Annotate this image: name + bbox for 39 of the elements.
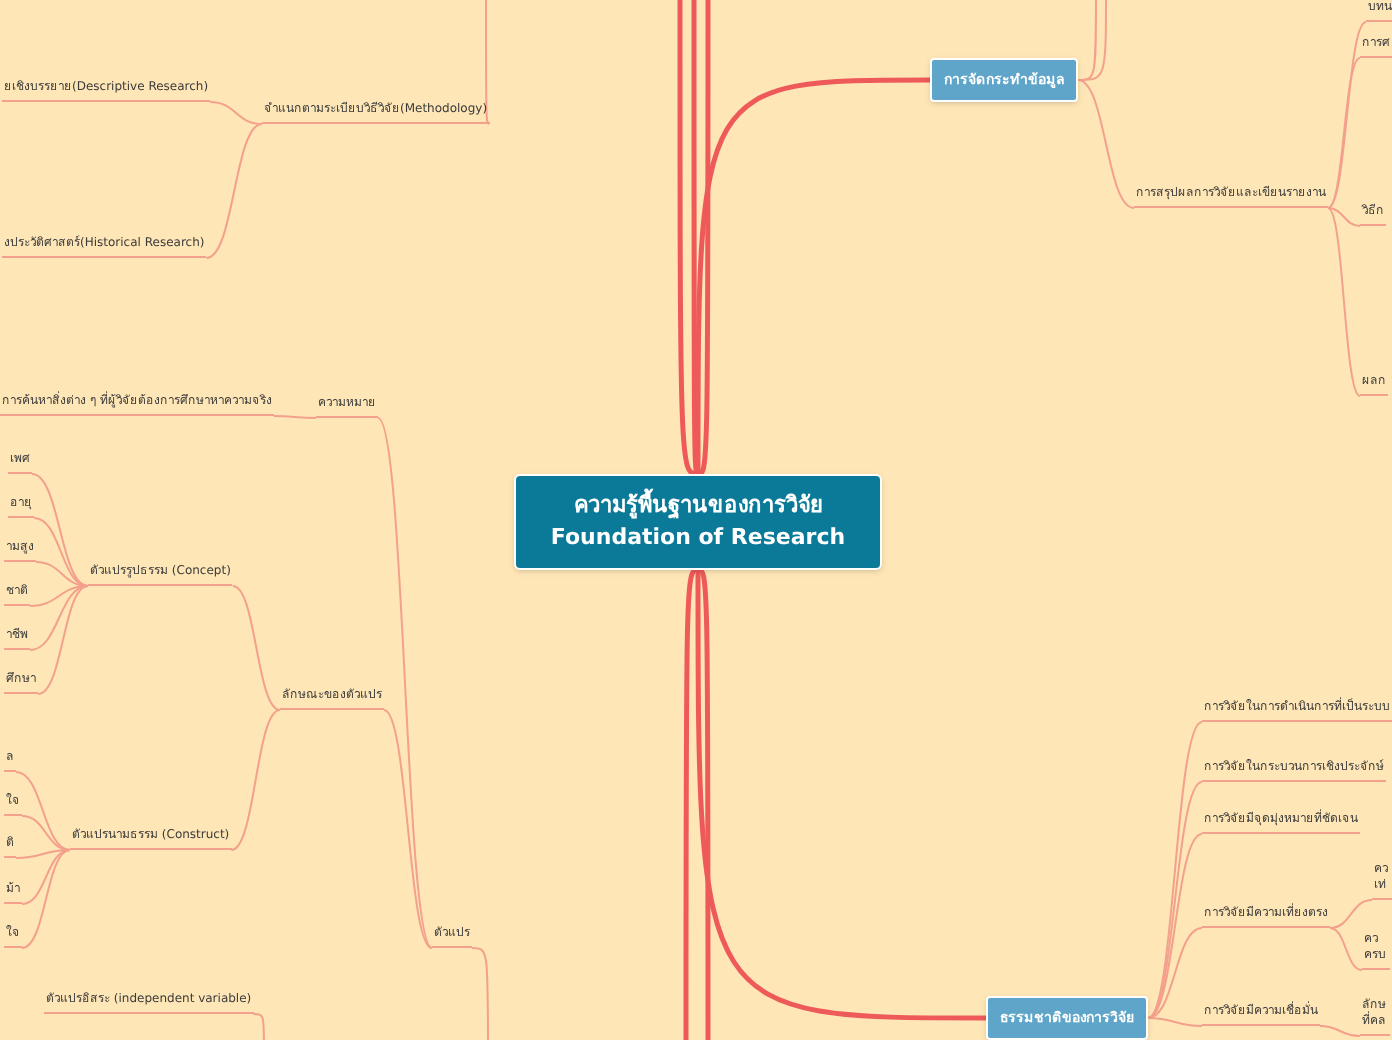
- branch-line: [230, 709, 281, 851]
- branch-line: [21, 849, 71, 949]
- branch-line: [33, 517, 89, 587]
- branch-line: [272, 415, 317, 419]
- central-topic-box: ความรู้พื้นฐานของการวิจัย Foundation of Research: [514, 474, 882, 570]
- branch-line: [15, 849, 71, 859]
- branch-line: [21, 815, 71, 851]
- branch-line: [231, 585, 281, 711]
- branch-line: [383, 709, 433, 949]
- branch-line: [696, 567, 711, 1040]
- branch-line: [15, 771, 71, 851]
- branch-line: [205, 123, 263, 259]
- branch-line: [1077, 0, 1107, 81]
- branch-line: [1329, 899, 1373, 929]
- branch-line: [1147, 927, 1203, 1019]
- branch-line: [1147, 1017, 1203, 1027]
- branch-line: [21, 849, 71, 905]
- branch-line: [471, 947, 489, 1040]
- branch-line: [696, 0, 711, 477]
- branch-line: [37, 585, 89, 695]
- branch-line: [1327, 21, 1367, 209]
- branch-line: [1327, 57, 1361, 209]
- branch-line: [677, 0, 699, 477]
- branch-line: [252, 1013, 265, 1040]
- branch-line: [377, 417, 433, 949]
- branch-line: [485, 0, 491, 125]
- branch-line: [209, 101, 263, 125]
- branch-line: [1147, 721, 1203, 1019]
- branch-line: [691, 0, 701, 476]
- branch-line: [695, 570, 986, 1021]
- branch-line: [695, 77, 930, 474]
- branch-line: [1329, 927, 1363, 971]
- branch-line: [1077, 79, 1135, 209]
- branch-line: [31, 473, 89, 587]
- branch-line: [1319, 1025, 1361, 1037]
- branch-line: [1327, 207, 1361, 227]
- branch-line: [1327, 207, 1361, 397]
- branch-line: [29, 585, 89, 651]
- branch-line: [683, 567, 699, 1040]
